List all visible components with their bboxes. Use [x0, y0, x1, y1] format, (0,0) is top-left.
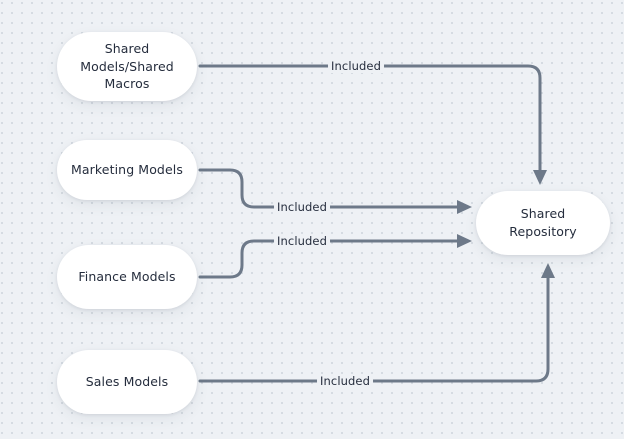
- node-marketing-models[interactable]: Marketing Models: [57, 140, 197, 200]
- edge-shared-models-path: [198, 64, 547, 185]
- edge-label-sales-models: Included: [317, 374, 373, 388]
- node-finance-models-label: Finance Models: [78, 269, 176, 285]
- node-shared-models-label: Shared Models/Shared Macros: [80, 40, 174, 92]
- edge-marketing-models-path: [198, 168, 472, 214]
- arrow-head-marketing: [457, 200, 472, 214]
- node-marketing-models-label: Marketing Models: [71, 162, 183, 178]
- edge-sales-models-path: [198, 263, 555, 383]
- edge-finance-models-path: [198, 234, 472, 279]
- edge-label-shared-models: Included: [328, 59, 384, 73]
- node-sales-models[interactable]: Sales Models: [57, 350, 197, 414]
- edge-label-finance-models: Included: [274, 234, 330, 248]
- node-shared-models[interactable]: Shared Models/Shared Macros: [57, 32, 197, 101]
- node-sales-models-label: Sales Models: [85, 374, 169, 390]
- node-shared-repository-label: Shared Repository: [509, 206, 577, 239]
- arrow-head-bottom: [541, 263, 555, 278]
- node-finance-models[interactable]: Finance Models: [57, 245, 197, 309]
- arrow-head-top: [533, 170, 547, 185]
- node-shared-repository[interactable]: Shared Repository: [476, 191, 610, 255]
- edge-label-marketing-models: Included: [274, 200, 330, 214]
- arrow-head-finance: [457, 234, 472, 248]
